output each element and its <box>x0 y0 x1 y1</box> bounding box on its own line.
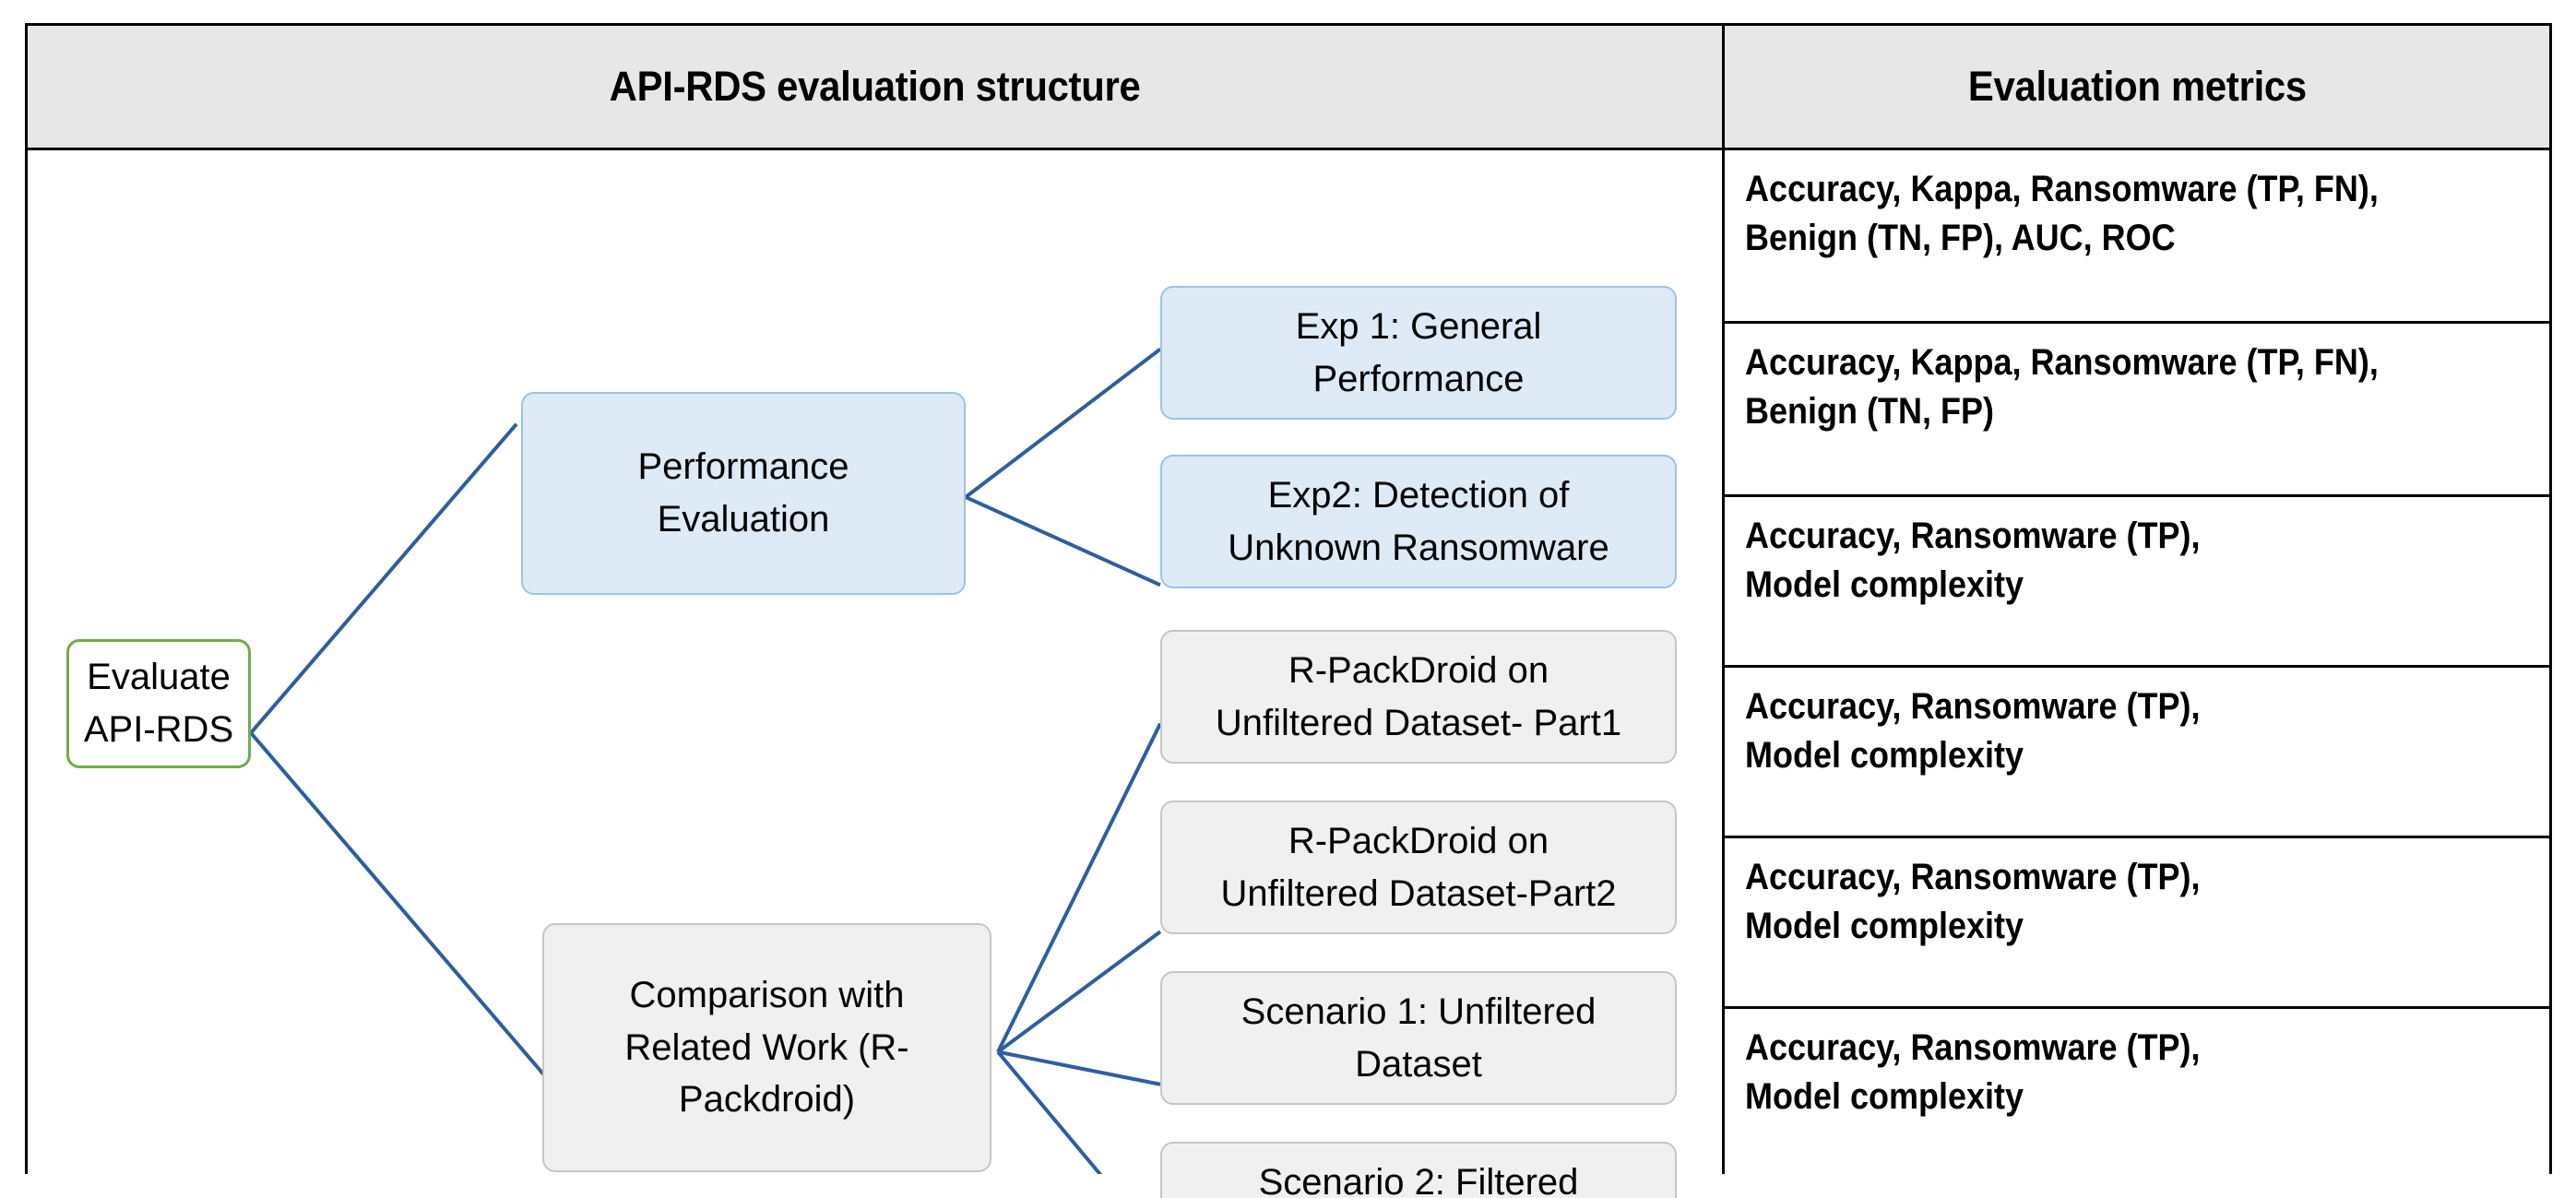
node-comparison-related-work-label: Comparison with Related Work (R- Packdro… <box>624 974 909 1121</box>
evaluation-table: API-RDS evaluation structure Evaluation … <box>25 23 2552 1198</box>
node-rpackdroid-unfiltered-part2[interactable]: R-PackDroid on Unfiltered Dataset-Part2 <box>1160 801 1677 934</box>
metric-row: Accuracy, Ransomware (TP), Model complex… <box>1725 497 2549 668</box>
node-rpackdroid-unfiltered-part1-label: R-PackDroid on Unfiltered Dataset- Part1 <box>1215 649 1622 743</box>
edge-comparison-to-rpd2 <box>996 930 1162 1054</box>
table-header-row: API-RDS evaluation structure Evaluation … <box>28 26 2549 150</box>
node-scenario1-unfiltered-dataset[interactable]: Scenario 1: Unfiltered Dataset <box>1160 971 1677 1105</box>
node-performance-evaluation[interactable]: Performance Evaluation <box>521 392 966 595</box>
metric-row: Accuracy, Kappa, Ransomware (TP, FN), Be… <box>1725 150 2549 324</box>
metric-row: Accuracy, Ransomware (TP), Model complex… <box>1725 1009 2549 1174</box>
metric-text: Accuracy, Ransomware (TP), Model complex… <box>1745 516 2201 606</box>
metric-row: Accuracy, Ransomware (TP), Model complex… <box>1725 838 2549 1009</box>
node-scenario1-unfiltered-dataset-label: Scenario 1: Unfiltered Dataset <box>1241 990 1597 1085</box>
node-root-evaluate-api-rds[interactable]: Evaluate API-RDS <box>66 639 251 768</box>
edge-performance-to-exp1 <box>964 347 1162 499</box>
metric-text: Accuracy, Ransomware (TP), Model complex… <box>1745 857 2201 947</box>
metrics-panel: Accuracy, Kappa, Ransomware (TP, FN), Be… <box>1725 150 2549 1174</box>
metric-text: Accuracy, Kappa, Ransomware (TP, FN), Be… <box>1745 342 2379 433</box>
edge-root-to-performance <box>249 422 518 735</box>
node-scenario2-filtered-dataset[interactable]: Scenario 2: Filtered Dataset <box>1160 1142 1677 1198</box>
node-rpackdroid-unfiltered-part1[interactable]: R-PackDroid on Unfiltered Dataset- Part1 <box>1160 630 1677 764</box>
node-exp1-general-performance[interactable]: Exp 1: General Performance <box>1160 286 1677 420</box>
edge-comparison-to-scenario1 <box>997 1050 1161 1086</box>
connector-edges <box>249 347 1162 1174</box>
node-scenario2-filtered-dataset-label: Scenario 2: Filtered Dataset <box>1258 1161 1579 1198</box>
edge-performance-to-exp2 <box>965 495 1161 587</box>
edge-comparison-to-rpd1 <box>996 722 1162 1053</box>
flowchart-panel: Evaluate API-RDS Performance Evaluation … <box>28 150 1725 1198</box>
metric-text: Accuracy, Ransomware (TP), Model complex… <box>1745 686 2201 777</box>
edge-comparison-to-scenario2 <box>996 1050 1103 1174</box>
node-rpackdroid-unfiltered-part2-label: R-PackDroid on Unfiltered Dataset-Part2 <box>1220 820 1617 914</box>
node-root-label: Evaluate API-RDS <box>83 657 234 750</box>
node-exp2-unknown-ransomware-label: Exp2: Detection of Unknown Ransomware <box>1228 474 1609 568</box>
metric-row: Accuracy, Kappa, Ransomware (TP, FN), Be… <box>1725 324 2549 497</box>
table-body-row: Evaluate API-RDS Performance Evaluation … <box>28 150 2549 1198</box>
metric-text: Accuracy, Kappa, Ransomware (TP, FN), Be… <box>1745 169 2379 259</box>
metric-row: Accuracy, Ransomware (TP), Model complex… <box>1725 668 2549 838</box>
metric-text: Accuracy, Ransomware (TP), Model complex… <box>1745 1027 2201 1118</box>
node-exp1-general-performance-label: Exp 1: General Performance <box>1295 305 1542 399</box>
header-title-structure: API-RDS evaluation structure <box>609 63 1141 110</box>
header-cell-structure: API-RDS evaluation structure <box>28 26 1725 148</box>
header-cell-metrics: Evaluation metrics <box>1725 26 2549 148</box>
node-comparison-related-work[interactable]: Comparison with Related Work (R- Packdro… <box>542 923 991 1172</box>
edge-root-to-comparison <box>249 731 546 1077</box>
node-exp2-unknown-ransomware[interactable]: Exp2: Detection of Unknown Ransomware <box>1160 455 1677 588</box>
header-title-metrics: Evaluation metrics <box>1967 63 2307 110</box>
node-performance-evaluation-label: Performance Evaluation <box>637 446 849 540</box>
